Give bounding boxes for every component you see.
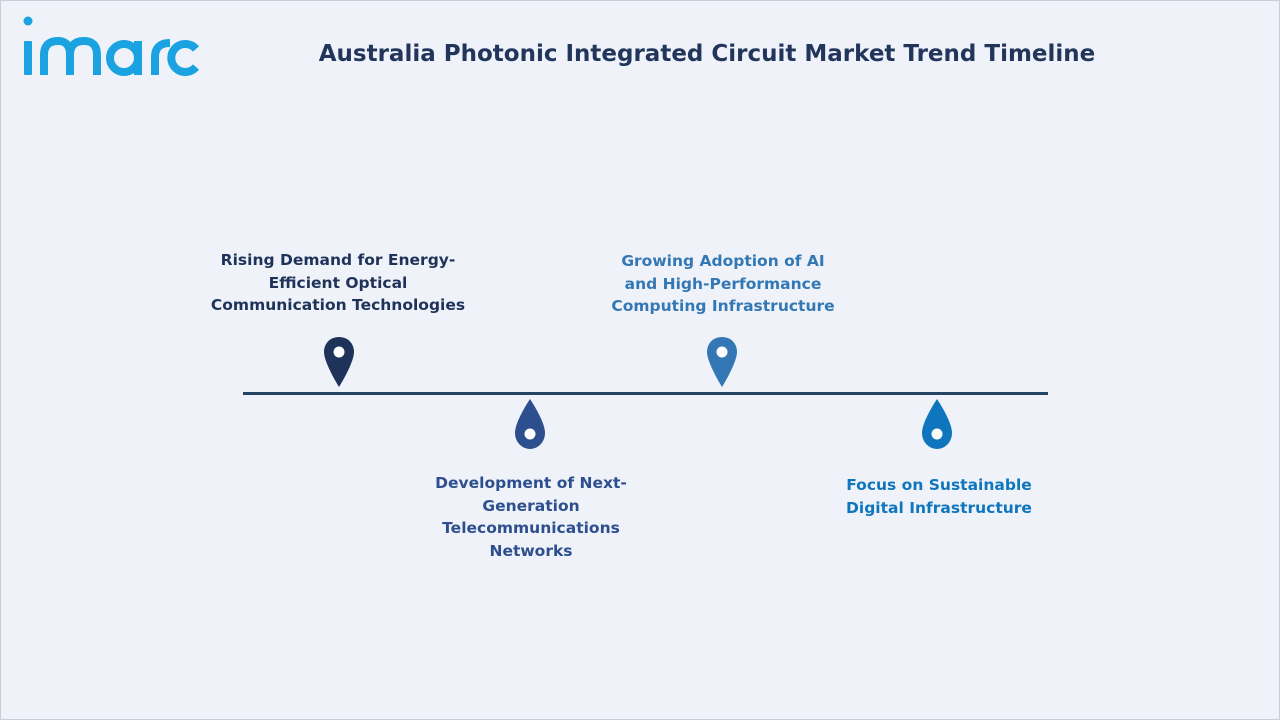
page-title: Australia Photonic Integrated Circuit Ma… bbox=[318, 41, 1096, 67]
map-pin-icon bbox=[322, 335, 356, 389]
map-pin-icon bbox=[705, 335, 739, 389]
droplet-pin-icon bbox=[513, 397, 547, 451]
milestone-label: Rising Demand for Energy- Efficient Opti… bbox=[210, 251, 466, 314]
timeline-axis bbox=[243, 392, 1048, 395]
milestone-label: Growing Adoption of AI and High-Performa… bbox=[611, 252, 835, 315]
milestone-label: Focus on Sustainable Digital Infrastruct… bbox=[846, 476, 1032, 517]
imarc-logo: imarc bbox=[20, 15, 206, 81]
droplet-pin-icon bbox=[920, 397, 954, 451]
milestone-label: Development of Next- Generation Telecomm… bbox=[435, 474, 627, 560]
